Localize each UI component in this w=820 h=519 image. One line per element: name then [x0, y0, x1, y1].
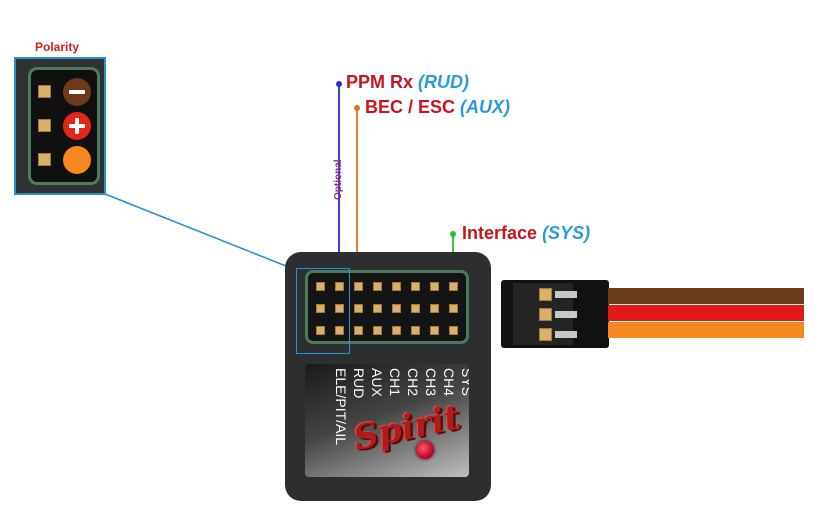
header-pin: [392, 282, 401, 291]
ppm-lead-dot: [336, 81, 342, 87]
connector-pin: [539, 308, 552, 321]
header-pin: [411, 326, 420, 335]
channel-label: SYS: [459, 368, 469, 397]
bec-esc-label: BEC / ESC (AUX): [365, 97, 511, 117]
channel-label: CH1: [387, 368, 403, 397]
connector-contact: [555, 331, 577, 338]
header-pin: [430, 326, 439, 335]
header-pin: [335, 304, 344, 313]
connector-pin: [539, 328, 552, 341]
wire-orange: [608, 322, 804, 338]
header-pin: [430, 282, 439, 291]
interface-lead-dot: [450, 231, 456, 237]
signal-icon: [63, 146, 91, 174]
channel-label: RUD: [351, 368, 367, 399]
spirit-logo: Spirit: [350, 397, 464, 459]
bec-lead-dot: [354, 105, 360, 111]
header-pin: [373, 326, 382, 335]
polarity-pin: [38, 119, 51, 132]
connector-contact: [555, 311, 577, 318]
header-pin: [373, 282, 382, 291]
wire-red: [608, 305, 804, 321]
channel-label: CH2: [405, 368, 421, 397]
plus-icon: [63, 112, 91, 140]
header-pin: [335, 326, 344, 335]
spirit-unit: SYS CH4 CH3 CH2 CH1 AUX RUD ELE/PIT/AIL …: [285, 252, 491, 501]
header-pin: [354, 304, 363, 313]
polarity-pin: [38, 85, 51, 98]
header-pin: [316, 282, 325, 291]
connector-face: [513, 283, 577, 345]
channel-label: AUX: [369, 368, 385, 397]
header-pin: [373, 304, 382, 313]
ppm-rx-label: PPM Rx (RUD): [346, 72, 470, 92]
polarity-highlight-box: [296, 268, 350, 354]
header-pin: [392, 326, 401, 335]
header-pin: [449, 282, 458, 291]
polarity-inset: [14, 57, 106, 195]
connector-pin: [539, 288, 552, 301]
header-pin: [354, 282, 363, 291]
interface-label: Interface (SYS): [462, 223, 591, 243]
header-pin: [354, 326, 363, 335]
channel-label-panel: SYS CH4 CH3 CH2 CH1 AUX RUD ELE/PIT/AIL …: [305, 364, 469, 477]
servo-connector: [501, 280, 609, 348]
polarity-pin: [38, 153, 51, 166]
header-pin: [411, 304, 420, 313]
connector-contact: [555, 291, 577, 298]
channel-label: CH4: [441, 368, 457, 397]
header-pin: [449, 304, 458, 313]
header-pin: [411, 282, 420, 291]
channel-label: ELE/PIT/AIL: [333, 368, 349, 446]
channel-label: CH3: [423, 368, 439, 397]
polarity-title: Polarity: [35, 40, 80, 54]
header-pin: [430, 304, 439, 313]
header-pin: [316, 304, 325, 313]
wire-brown: [608, 288, 804, 304]
status-led: [416, 441, 434, 459]
pin-header: [305, 270, 469, 344]
header-pin: [392, 304, 401, 313]
header-pin: [449, 326, 458, 335]
polarity-header: [28, 67, 100, 185]
header-pin: [316, 326, 325, 335]
header-pin: [335, 282, 344, 291]
minus-icon: [63, 78, 91, 106]
polarity-zoom-line: [104, 193, 297, 271]
optional-label: Optional: [333, 159, 344, 200]
